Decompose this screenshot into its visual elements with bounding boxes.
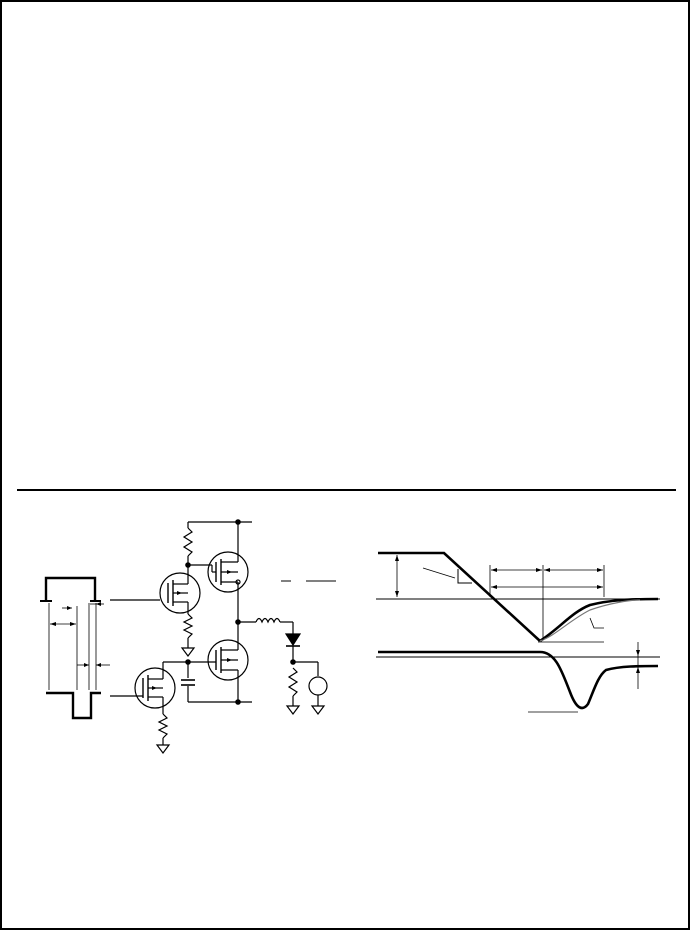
arrow-head (636, 667, 640, 673)
arrow-head (544, 568, 550, 572)
q1-source-resistor (182, 613, 194, 639)
recovery-leader (589, 617, 604, 629)
output-resistor (287, 667, 299, 697)
arrow-head (50, 622, 56, 626)
current-source (308, 676, 328, 696)
current-recovery-gray (539, 599, 641, 642)
arrow-head (536, 568, 542, 572)
ground-symbol (180, 647, 196, 657)
recovery-waveform (376, 551, 660, 713)
gate-pulse-figure (40, 576, 160, 720)
arrow-head (597, 568, 603, 572)
q2-arrow (227, 570, 232, 574)
arrow-head (84, 663, 89, 667)
voltage-trace (378, 650, 659, 710)
upper-bias-resistor (182, 527, 194, 557)
q3-arrow (227, 658, 232, 662)
q1-arrow (177, 591, 182, 595)
arrow-head (395, 591, 399, 597)
arrow-head (96, 602, 101, 606)
diode (284, 633, 302, 647)
ground-symbol (310, 705, 326, 715)
transistor-q2-body (207, 551, 249, 593)
transistor-q3-body (207, 639, 249, 681)
pulse-bottom (46, 691, 101, 720)
transistor-q1-body (159, 572, 201, 614)
current-trace (378, 551, 541, 642)
ground-symbol (285, 705, 301, 715)
arrow-head (96, 663, 101, 667)
arrow-head (491, 585, 497, 589)
arrow-head (395, 555, 399, 561)
slope-leader (422, 567, 456, 579)
slope-triangle (457, 569, 472, 584)
ground-symbol (155, 744, 171, 754)
arrow-head (67, 606, 72, 610)
q4-arrow (152, 686, 157, 690)
arrow-head (597, 585, 603, 589)
inductor (255, 617, 281, 624)
arrow-head (491, 568, 497, 572)
transistor-q4-body (134, 667, 176, 709)
arrow-head (636, 650, 640, 656)
q4-source-resistor (157, 713, 169, 739)
current-recovery-trace (539, 597, 659, 643)
arrow-head (70, 622, 76, 626)
switching-circuit (110, 519, 336, 754)
pulse-outline (44, 576, 97, 601)
